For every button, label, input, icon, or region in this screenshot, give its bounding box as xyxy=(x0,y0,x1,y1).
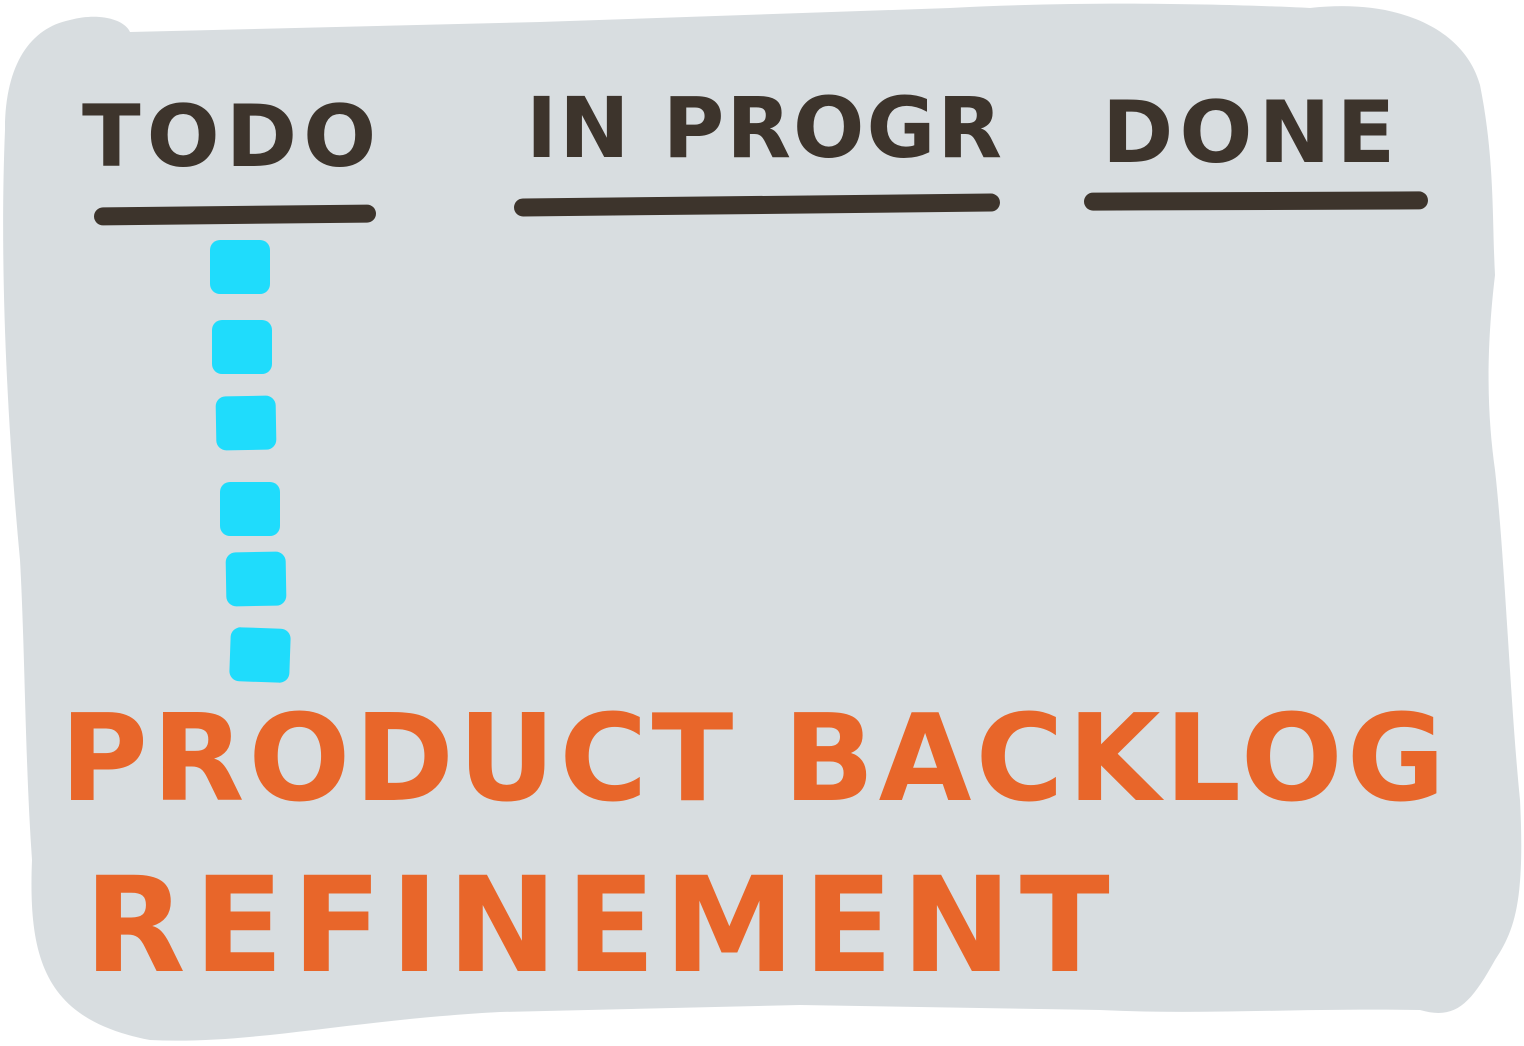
column-rule-done xyxy=(1083,191,1429,211)
column-header-todo: TODO xyxy=(82,87,383,187)
title-line-1: PRODUCT BACKLOG xyxy=(60,690,1450,829)
todo-card xyxy=(229,626,291,684)
todo-card xyxy=(210,240,270,294)
todo-card-stack xyxy=(208,240,298,692)
column-rule-todo xyxy=(93,204,377,226)
column-header-in-progress: IN PROGR xyxy=(526,79,1005,177)
title-line-2: REFINEMENT xyxy=(84,849,1118,1003)
todo-card xyxy=(225,551,287,607)
todo-card xyxy=(220,482,280,536)
todo-card xyxy=(212,320,272,374)
column-header-done: DONE xyxy=(1102,83,1402,183)
todo-card xyxy=(215,395,277,451)
